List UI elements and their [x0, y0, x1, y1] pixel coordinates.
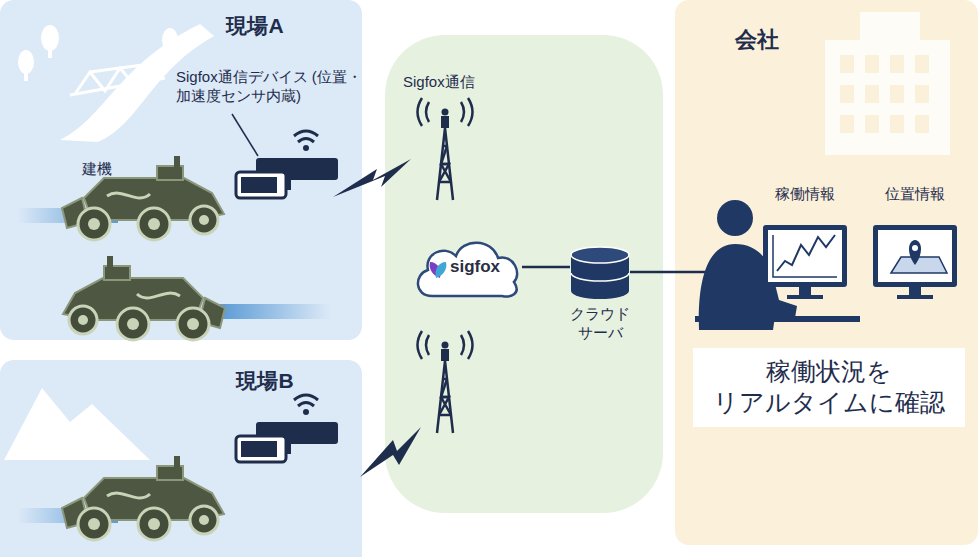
mon1-shape [755, 185, 855, 305]
location-monitor: 位置情報 [865, 185, 965, 305]
network-panel: Sigfox通信 sigfox クラウド サーバ [385, 35, 663, 513]
cloud-server: クラウド サーバ [570, 245, 630, 345]
sigfox-cloud: sigfox [410, 232, 522, 302]
site-panel: 現場A [0, 0, 362, 340]
connector-line [522, 266, 570, 269]
node-title: 現場A [195, 13, 315, 39]
machine-label: 建機 [82, 160, 132, 179]
node-title: 現場B [205, 368, 325, 394]
mon2-shape [865, 185, 965, 305]
company-panel: 会社稼働情報位置情報稼働状況を リアルタイムに確認 [675, 0, 978, 545]
message-box: 稼働状況を リアルタイムに確認 [693, 348, 965, 427]
node-title: 位置情報 [865, 185, 965, 204]
site-b-illustration [0, 360, 362, 557]
site-panel: 現場B [0, 360, 362, 557]
site-a-illustration [0, 0, 362, 340]
operation-monitor: 稼働情報 [755, 185, 855, 305]
node-title: 稼働情報 [755, 185, 855, 204]
node-title: クラウド サーバ [548, 305, 652, 343]
node-title: Sigfox通信 [403, 73, 533, 92]
device-label: Sigfox通信デバイス (位置・加速度センサ内蔵) [176, 68, 391, 106]
node-title: 会社 [735, 26, 835, 54]
node-title: 稼働状況を リアルタイムに確認 [703, 356, 955, 419]
node-title: sigfox [450, 256, 516, 277]
